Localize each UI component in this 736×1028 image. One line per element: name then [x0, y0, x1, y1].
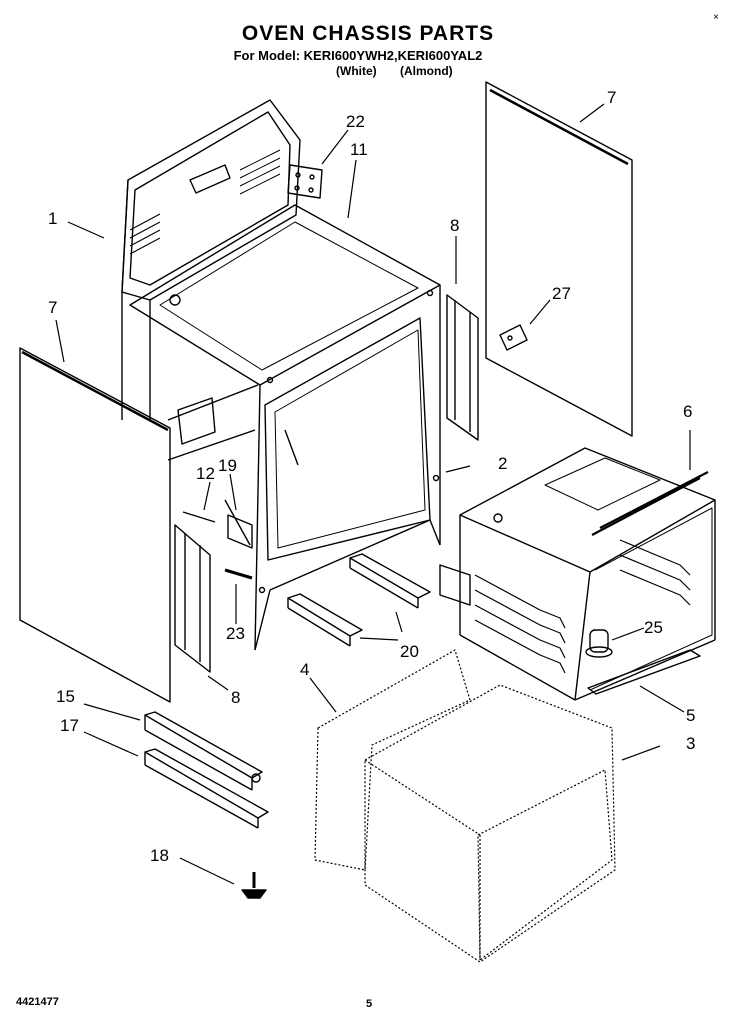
- callout-2: 2: [498, 454, 508, 473]
- callout-12: 12: [196, 464, 215, 483]
- part-side-panel-right: [485, 81, 633, 437]
- callout-6: 6: [683, 402, 693, 421]
- part-oven-rack: [591, 471, 709, 536]
- page-title: OVEN CHASSIS PARTS: [241, 22, 495, 45]
- part-rails: [287, 553, 431, 647]
- part-leveling-rail: [144, 748, 269, 829]
- callout-5: 5: [686, 706, 696, 725]
- callout-17: 17: [60, 716, 79, 735]
- leader-lines: [55, 103, 691, 885]
- part-chassis-frame: [121, 99, 441, 651]
- part-leveling-leg: [241, 872, 267, 899]
- part-clip: [499, 324, 528, 351]
- callout-19: 19: [218, 456, 237, 475]
- callout-22: 22: [346, 112, 365, 131]
- variant-white: (White): [336, 64, 377, 78]
- part-trim-strip-right: [446, 294, 479, 441]
- page-number: 5: [366, 998, 373, 1010]
- part-bracket: [287, 164, 323, 199]
- part-oven-cavity: [439, 447, 716, 701]
- callout-23: 23: [226, 624, 245, 643]
- callout-3: 3: [686, 734, 696, 753]
- corner-mark: ×: [713, 12, 719, 23]
- part-leveling-bracket: [144, 711, 263, 791]
- callout-8-right: 8: [450, 216, 460, 235]
- callout-7-left: 7: [48, 298, 58, 317]
- part-trim-strip-left: [174, 524, 211, 673]
- callout-8-left: 8: [231, 688, 241, 707]
- callout-25: 25: [644, 618, 663, 637]
- callout-20: 20: [400, 642, 419, 661]
- callout-11: 11: [350, 140, 368, 159]
- doc-number: 4421477: [16, 996, 59, 1008]
- callout-1: 1: [48, 209, 58, 228]
- variant-almond: (Almond): [400, 64, 453, 78]
- part-insulation-blankets: [314, 649, 616, 963]
- part-side-panel-left: [19, 347, 171, 703]
- model-line: For Model: KERI600YWH2,KERI600YAL2: [233, 48, 483, 63]
- callout-4: 4: [300, 660, 310, 679]
- callout-7-right: 7: [607, 88, 617, 107]
- callout-18: 18: [150, 846, 169, 865]
- callout-27: 27: [552, 284, 571, 303]
- part-small-brackets: [182, 511, 253, 580]
- callout-15: 15: [56, 687, 75, 706]
